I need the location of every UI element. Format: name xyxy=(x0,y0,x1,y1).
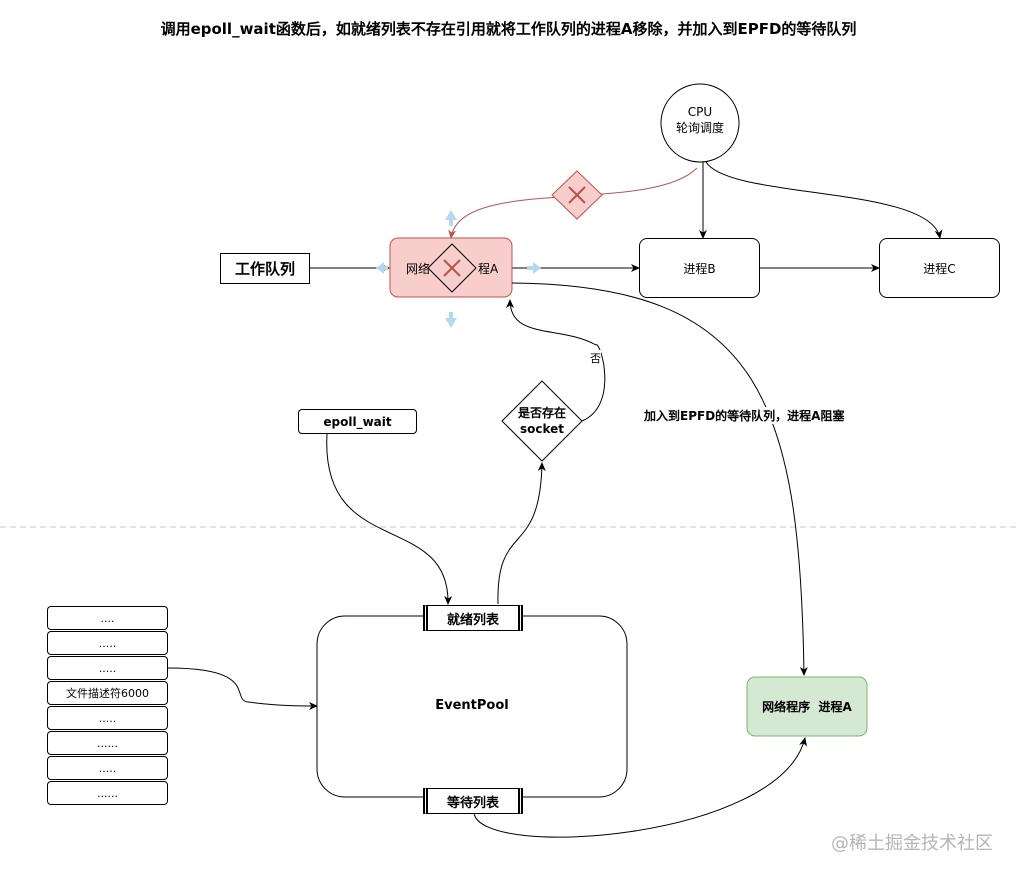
process-a-label-right: 程A xyxy=(478,262,499,276)
ready-list-node[interactable]: 就绪列表 xyxy=(423,605,523,631)
edge-wait-list-to-blocked-process xyxy=(473,737,807,838)
decision-label-line2: socket xyxy=(519,422,565,436)
diagram-title: 调用epoll_wait函数后，如就绪列表不存在引用就将工作队列的进程A移除，并… xyxy=(160,20,857,38)
fd-item[interactable]: ..... xyxy=(47,656,168,680)
process-c-node[interactable]: 进程C xyxy=(879,238,1000,298)
edge-cpu-to-process-c xyxy=(705,161,943,239)
blocked-process-node[interactable] xyxy=(746,676,868,737)
edge-epoll-wait-to-ready-list xyxy=(326,433,453,605)
fd-item[interactable]: ...... xyxy=(47,731,168,755)
fd-item[interactable]: ..... xyxy=(47,756,168,780)
process-a-label-left: 网络 xyxy=(406,262,431,276)
cpu-label: CPU 轮询调度 xyxy=(661,104,739,136)
watermark: @稀土掘金技术社区 xyxy=(831,833,993,854)
epoll-wait-node[interactable]: epoll_wait xyxy=(298,409,417,434)
edge-ready-list-to-decision xyxy=(497,462,546,605)
fd-item[interactable]: ..... xyxy=(47,706,168,730)
cpu-node[interactable] xyxy=(660,83,740,163)
fd-item-6000[interactable]: 文件描述符6000 xyxy=(47,681,168,705)
no-edge-label: 否 xyxy=(590,350,601,366)
cpu-label-line1: CPU xyxy=(687,105,713,119)
removed-process-icon xyxy=(427,243,477,293)
process-b-node[interactable]: 进程B xyxy=(639,238,760,298)
cpu-label-line2: 轮询调度 xyxy=(675,121,724,135)
decision-node[interactable] xyxy=(501,380,583,462)
edge-process-a-to-blocked-process xyxy=(511,282,808,676)
decision-label: 是否存在 socket xyxy=(502,405,582,437)
work-queue-node[interactable]: 工作队列 xyxy=(220,253,310,284)
decision-label-line1: 是否存在 xyxy=(517,406,566,420)
blocked-edge-icon xyxy=(551,170,603,220)
wait-list-node[interactable]: 等待列表 xyxy=(423,788,523,814)
fd-item[interactable]: ..... xyxy=(47,631,168,655)
connection-hint-arrows xyxy=(376,210,541,328)
block-edge-label: 加入到EPFD的等待队列，进程A阻塞 xyxy=(644,407,845,424)
fd-item[interactable]: .... xyxy=(47,606,168,630)
blocked-process-label: 网络程序 进程A xyxy=(762,700,852,714)
edge-fd-list-to-event-pool xyxy=(167,667,318,710)
fd-item[interactable]: ...... xyxy=(47,781,168,805)
edge-decision-no xyxy=(506,299,606,422)
event-pool-label: EventPool xyxy=(435,698,509,713)
